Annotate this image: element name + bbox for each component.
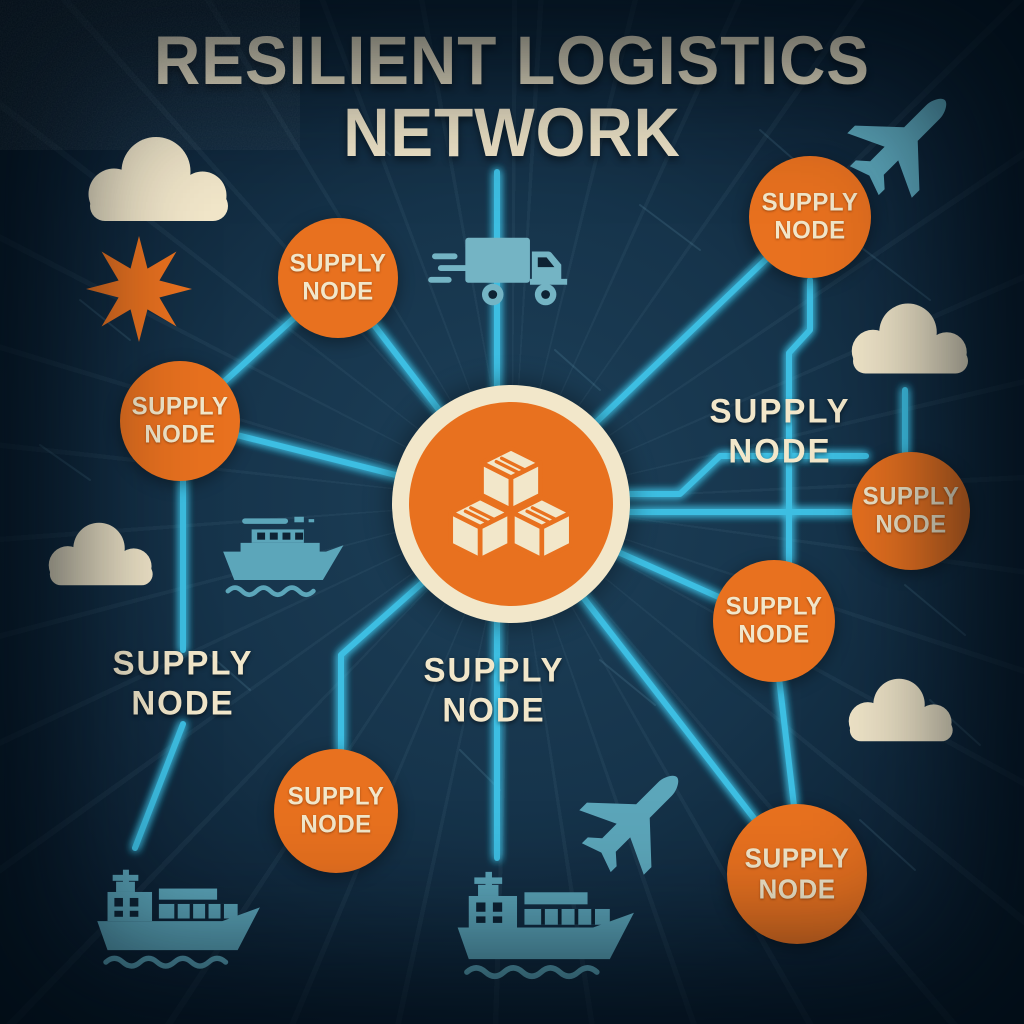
supply-node-4: SUPPLY NODE — [852, 452, 970, 570]
supply-node-2: SUPPLY NODE — [120, 361, 240, 481]
page-title: RESILIENT LOGISTICS NETWORK — [0, 25, 1024, 168]
starburst-icon — [86, 236, 192, 342]
truck-icon — [428, 226, 580, 319]
supply-node-label: NODE — [302, 277, 374, 306]
cargo-ship-icon — [92, 868, 272, 975]
supply-node-text-label-center: SUPPLY NODE — [423, 650, 565, 729]
central-hub-circle — [409, 402, 613, 606]
supply-node-7: SUPPLY NODE — [727, 804, 867, 944]
title-line-2: NETWORK — [343, 93, 681, 171]
supply-node-label: SUPPLY — [744, 842, 850, 874]
supply-node-text-label-right: SUPPLY NODE — [709, 391, 851, 470]
ferry-ship-icon — [215, 512, 350, 603]
supply-node-label: SUPPLY — [862, 482, 960, 511]
supply-node-5: SUPPLY NODE — [713, 560, 835, 682]
cargo-ship-icon — [452, 870, 647, 986]
supply-node-label: NODE — [774, 216, 846, 245]
supply-node-text-label-left: SUPPLY NODE — [112, 643, 254, 722]
supply-node-label: SUPPLY — [131, 392, 229, 421]
supply-node-label: SUPPLY — [289, 249, 387, 278]
cloud-icon — [836, 672, 971, 748]
supply-node-label: NODE — [144, 420, 216, 449]
supply-node-3: SUPPLY NODE — [749, 156, 871, 278]
supply-node-label: NODE — [758, 873, 836, 905]
supply-node-label: SUPPLY — [761, 188, 859, 217]
supply-node-label: SUPPLY — [725, 592, 823, 621]
cloud-icon — [838, 296, 988, 381]
central-hub — [392, 385, 630, 623]
supply-node-6: SUPPLY NODE — [274, 749, 398, 873]
title-line-1: RESILIENT LOGISTICS — [154, 22, 870, 100]
supply-node-label: NODE — [300, 810, 372, 839]
cloud-icon — [36, 516, 171, 592]
boxes-icon — [444, 444, 578, 565]
supply-node-label: NODE — [738, 620, 810, 649]
supply-node-1: SUPPLY NODE — [278, 218, 398, 338]
supply-node-label: SUPPLY — [287, 782, 385, 811]
scratch-streaks — [39, 119, 981, 871]
supply-node-label: NODE — [875, 510, 947, 539]
